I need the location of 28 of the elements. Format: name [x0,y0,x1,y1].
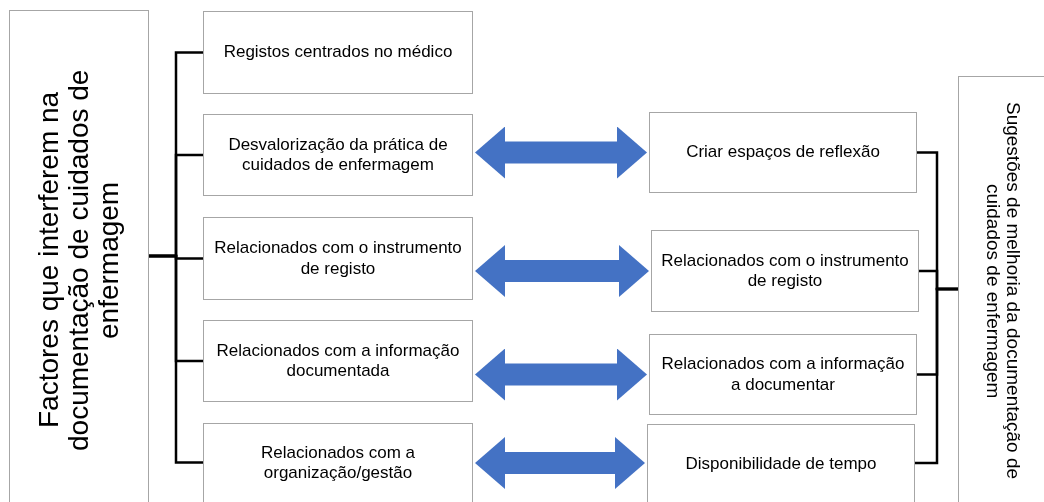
text-box [203,423,473,502]
text-box [203,217,473,300]
node-text: Desvalorização da prática de cuidados de enfermagem [227,134,449,176]
double-arrow [475,245,649,297]
text-box [649,334,917,415]
node-text: Sugestões de melhoria da documentação de cuidados de enfermagem [983,101,1023,482]
node-text: Relacionados com a informação a documentar [660,354,906,395]
bracket-line [915,287,958,465]
double-arrow [475,348,647,401]
double-arrow [475,437,645,489]
node-text: Factores que interferem na documentação de cuidados de enfermagem [33,68,125,453]
node-text: Relacionados com a organização/gestão [260,442,416,484]
node-text: Relacionados com o instrumento de registo [660,250,910,292]
text-box [203,11,473,94]
node-text: Relacionados com o instrumento de registo [213,238,463,279]
text-box [958,76,1044,502]
text-box [651,230,919,312]
text-box [649,112,917,193]
node-text: Relacionados com a informação documentada [215,340,461,382]
node-text: Disponibilidade de tempo [684,453,878,475]
text-box [647,424,915,502]
double-arrow [475,126,647,179]
node-text: Criar espaços de reflexão [685,142,881,163]
bracket-line [149,254,203,464]
node-text: Registos centrados no médico [222,42,454,63]
text-box [9,10,149,502]
text-box [203,320,473,402]
text-box [203,114,473,196]
